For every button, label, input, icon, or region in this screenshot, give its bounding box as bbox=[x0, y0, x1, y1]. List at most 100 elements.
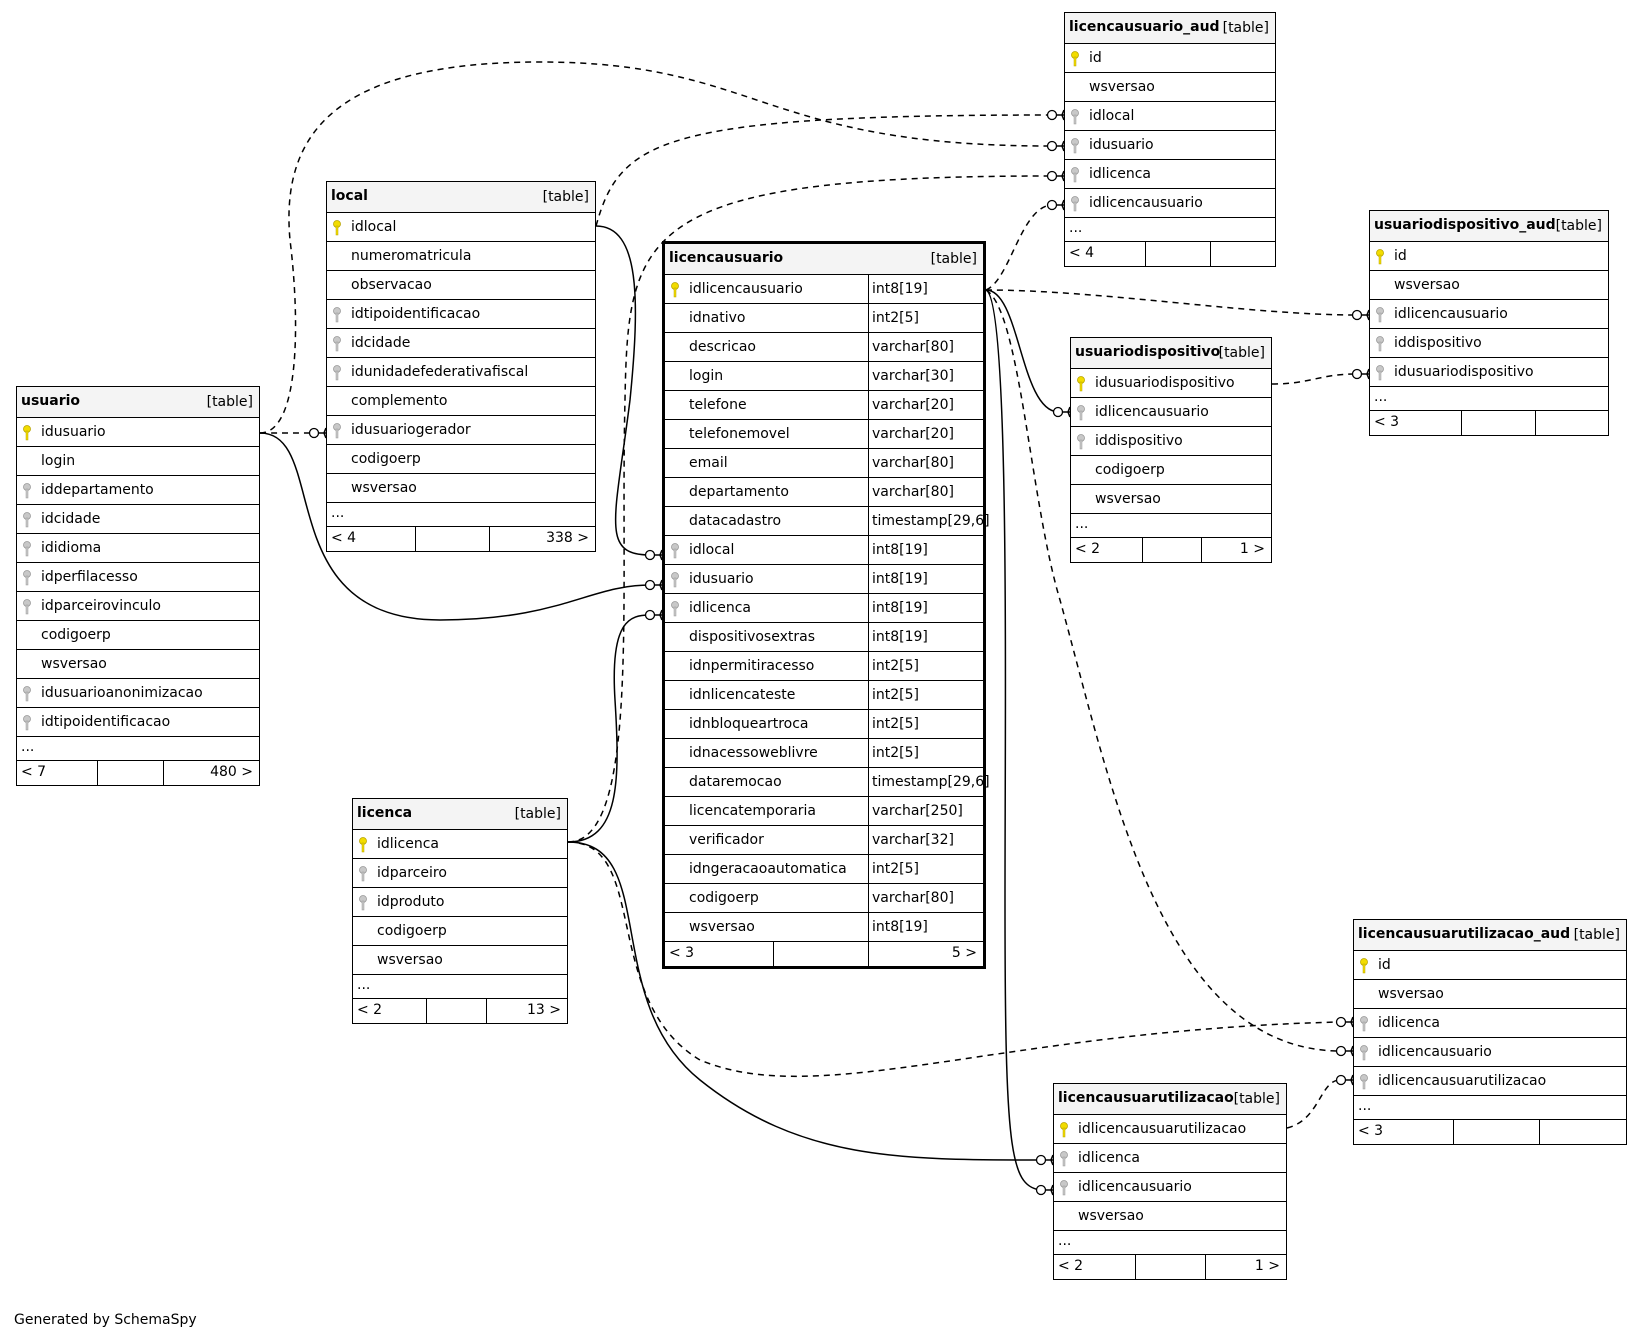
column-name: wsversao bbox=[1078, 1208, 1144, 1224]
column-name: idparceiro bbox=[377, 865, 447, 881]
column-row: idlicencausuarutilizacao bbox=[1054, 1115, 1286, 1144]
parents-count[interactable]: < 3 bbox=[1358, 1123, 1384, 1139]
edge-lu-utilizacao-aud bbox=[985, 289, 1341, 1052]
edge-lu-aud bbox=[985, 204, 1051, 291]
column-row: codigoerp bbox=[327, 445, 595, 474]
column-name: complemento bbox=[351, 393, 448, 409]
column-name: idlocal bbox=[689, 542, 735, 558]
column-name: idusuariogerador bbox=[351, 422, 471, 438]
column-name: wsversao bbox=[689, 919, 755, 935]
parents-count[interactable]: < 2 bbox=[1075, 541, 1101, 557]
column-row: idparceirovinculo bbox=[17, 592, 259, 621]
column-row: complemento bbox=[327, 387, 595, 416]
children-count[interactable]: 5 > bbox=[951, 945, 977, 961]
children-count[interactable]: 480 > bbox=[210, 764, 253, 780]
column-name: idlicencausuario bbox=[1378, 1044, 1492, 1060]
parents-count[interactable]: < 3 bbox=[1374, 414, 1400, 430]
foreign-key-icon bbox=[1076, 434, 1086, 450]
table-type-tag: [table] bbox=[1218, 345, 1265, 361]
table-footer: < 4 338 > bbox=[327, 527, 595, 551]
column-name: telefonemovel bbox=[689, 426, 790, 442]
primary-key-icon bbox=[22, 425, 32, 441]
crowfoot-licencausuario-idlocal bbox=[644, 549, 663, 561]
parents-count[interactable]: < 4 bbox=[1069, 245, 1095, 261]
parents-count[interactable]: < 4 bbox=[331, 530, 357, 546]
edge-licenca-licencausuario bbox=[567, 614, 651, 843]
table-footer: < 2 13 > bbox=[353, 999, 567, 1023]
column-row: iddispositivo bbox=[1370, 329, 1608, 358]
children-count[interactable]: 1 > bbox=[1254, 1258, 1280, 1274]
foreign-key-icon bbox=[670, 572, 680, 588]
column-row: observacao bbox=[327, 271, 595, 300]
table-footer: < 3 bbox=[1354, 1120, 1626, 1144]
children-count[interactable]: 1 > bbox=[1239, 541, 1265, 557]
table-header: licencausuario_aud[table] bbox=[1065, 13, 1275, 44]
column-name: numeromatricula bbox=[351, 248, 472, 264]
column-type: int2[5] bbox=[868, 739, 983, 767]
column-name: idusuario bbox=[1089, 137, 1154, 153]
foreign-key-icon bbox=[332, 336, 342, 352]
crowfoot-utilizacao-aud-idlicencausuarutilizacao bbox=[1335, 1074, 1354, 1086]
column-row: idunidadefederativafiscal bbox=[327, 358, 595, 387]
foreign-key-icon bbox=[1076, 405, 1086, 421]
column-type: timestamp[29,6] bbox=[868, 768, 990, 796]
column-name: idlicenca bbox=[1378, 1015, 1441, 1031]
foreign-key-icon bbox=[22, 541, 32, 557]
parents-count[interactable]: < 3 bbox=[669, 945, 695, 961]
table-header: usuario[table] bbox=[17, 387, 259, 418]
table-name: licencausuario_aud bbox=[1069, 19, 1220, 35]
table-name: licencausuarutilizacao bbox=[1058, 1090, 1234, 1106]
column-name: login bbox=[689, 368, 724, 384]
children-count[interactable]: 338 > bbox=[546, 530, 589, 546]
table-header: licencausuarutilizacao[table] bbox=[1054, 1084, 1286, 1115]
edge-licenca-utilizacao-aud bbox=[567, 841, 1341, 1078]
column-name: idusuario bbox=[41, 424, 106, 440]
column-row: iddepartamento bbox=[17, 476, 259, 505]
table-usuariodispositivo[interactable]: usuariodispositivo[table]idusuariodispos… bbox=[1070, 337, 1272, 563]
column-row: codigoerp bbox=[1071, 456, 1271, 485]
column-name: idlicencausuario bbox=[1394, 306, 1508, 322]
column-row: wsversao bbox=[1354, 980, 1626, 1009]
more-columns: ... bbox=[17, 737, 259, 761]
column-row: idperfilacesso bbox=[17, 563, 259, 592]
parents-count[interactable]: < 7 bbox=[21, 764, 47, 780]
table-footer: < 4 bbox=[1065, 242, 1275, 266]
foreign-key-icon bbox=[1059, 1180, 1069, 1196]
crowfoot-licencausuario-idlicenca bbox=[644, 609, 663, 621]
table-licencausuarutilizacao[interactable]: licencausuarutilizacao[table]idlicencaus… bbox=[1053, 1083, 1287, 1280]
parents-count[interactable]: < 2 bbox=[357, 1002, 383, 1018]
crowfoot-utilizacao-aud-idlicenca bbox=[1335, 1016, 1354, 1028]
column-name: codigoerp bbox=[377, 923, 447, 939]
column-row: idlicenca bbox=[1354, 1009, 1626, 1038]
crowfoot-local-idusuariogerador bbox=[308, 427, 327, 439]
crowfoot-aud-idusuario bbox=[1046, 140, 1065, 152]
foreign-key-icon bbox=[332, 307, 342, 323]
column-name: idperfilacesso bbox=[41, 569, 138, 585]
column-name: email bbox=[689, 455, 728, 471]
foreign-key-icon bbox=[332, 365, 342, 381]
column-name: idlocal bbox=[1089, 108, 1135, 124]
children-count[interactable]: 13 > bbox=[527, 1002, 561, 1018]
column-row: idlicenca bbox=[1065, 160, 1275, 189]
column-row: idlocal bbox=[1065, 102, 1275, 131]
column-name: descricao bbox=[689, 339, 756, 355]
parents-count[interactable]: < 2 bbox=[1058, 1258, 1084, 1274]
column-type: varchar[80] bbox=[868, 333, 983, 361]
column-type: varchar[250] bbox=[868, 797, 983, 825]
primary-key-icon bbox=[1076, 376, 1086, 392]
